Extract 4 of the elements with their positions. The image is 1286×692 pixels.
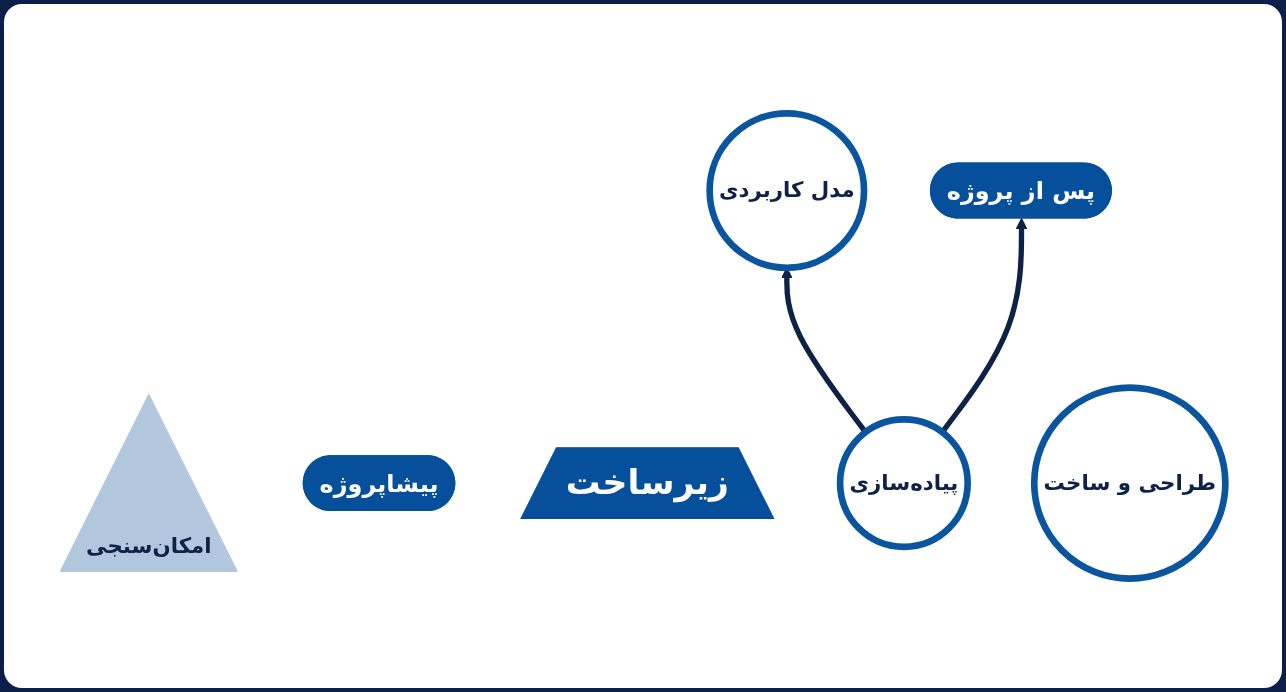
arrow <box>940 217 1028 434</box>
node-circle: طراحی و ساخت <box>1030 384 1229 582</box>
node-circle: مدل کاربردی <box>706 110 868 272</box>
node-circle: پیاده‌سازی <box>836 416 971 551</box>
